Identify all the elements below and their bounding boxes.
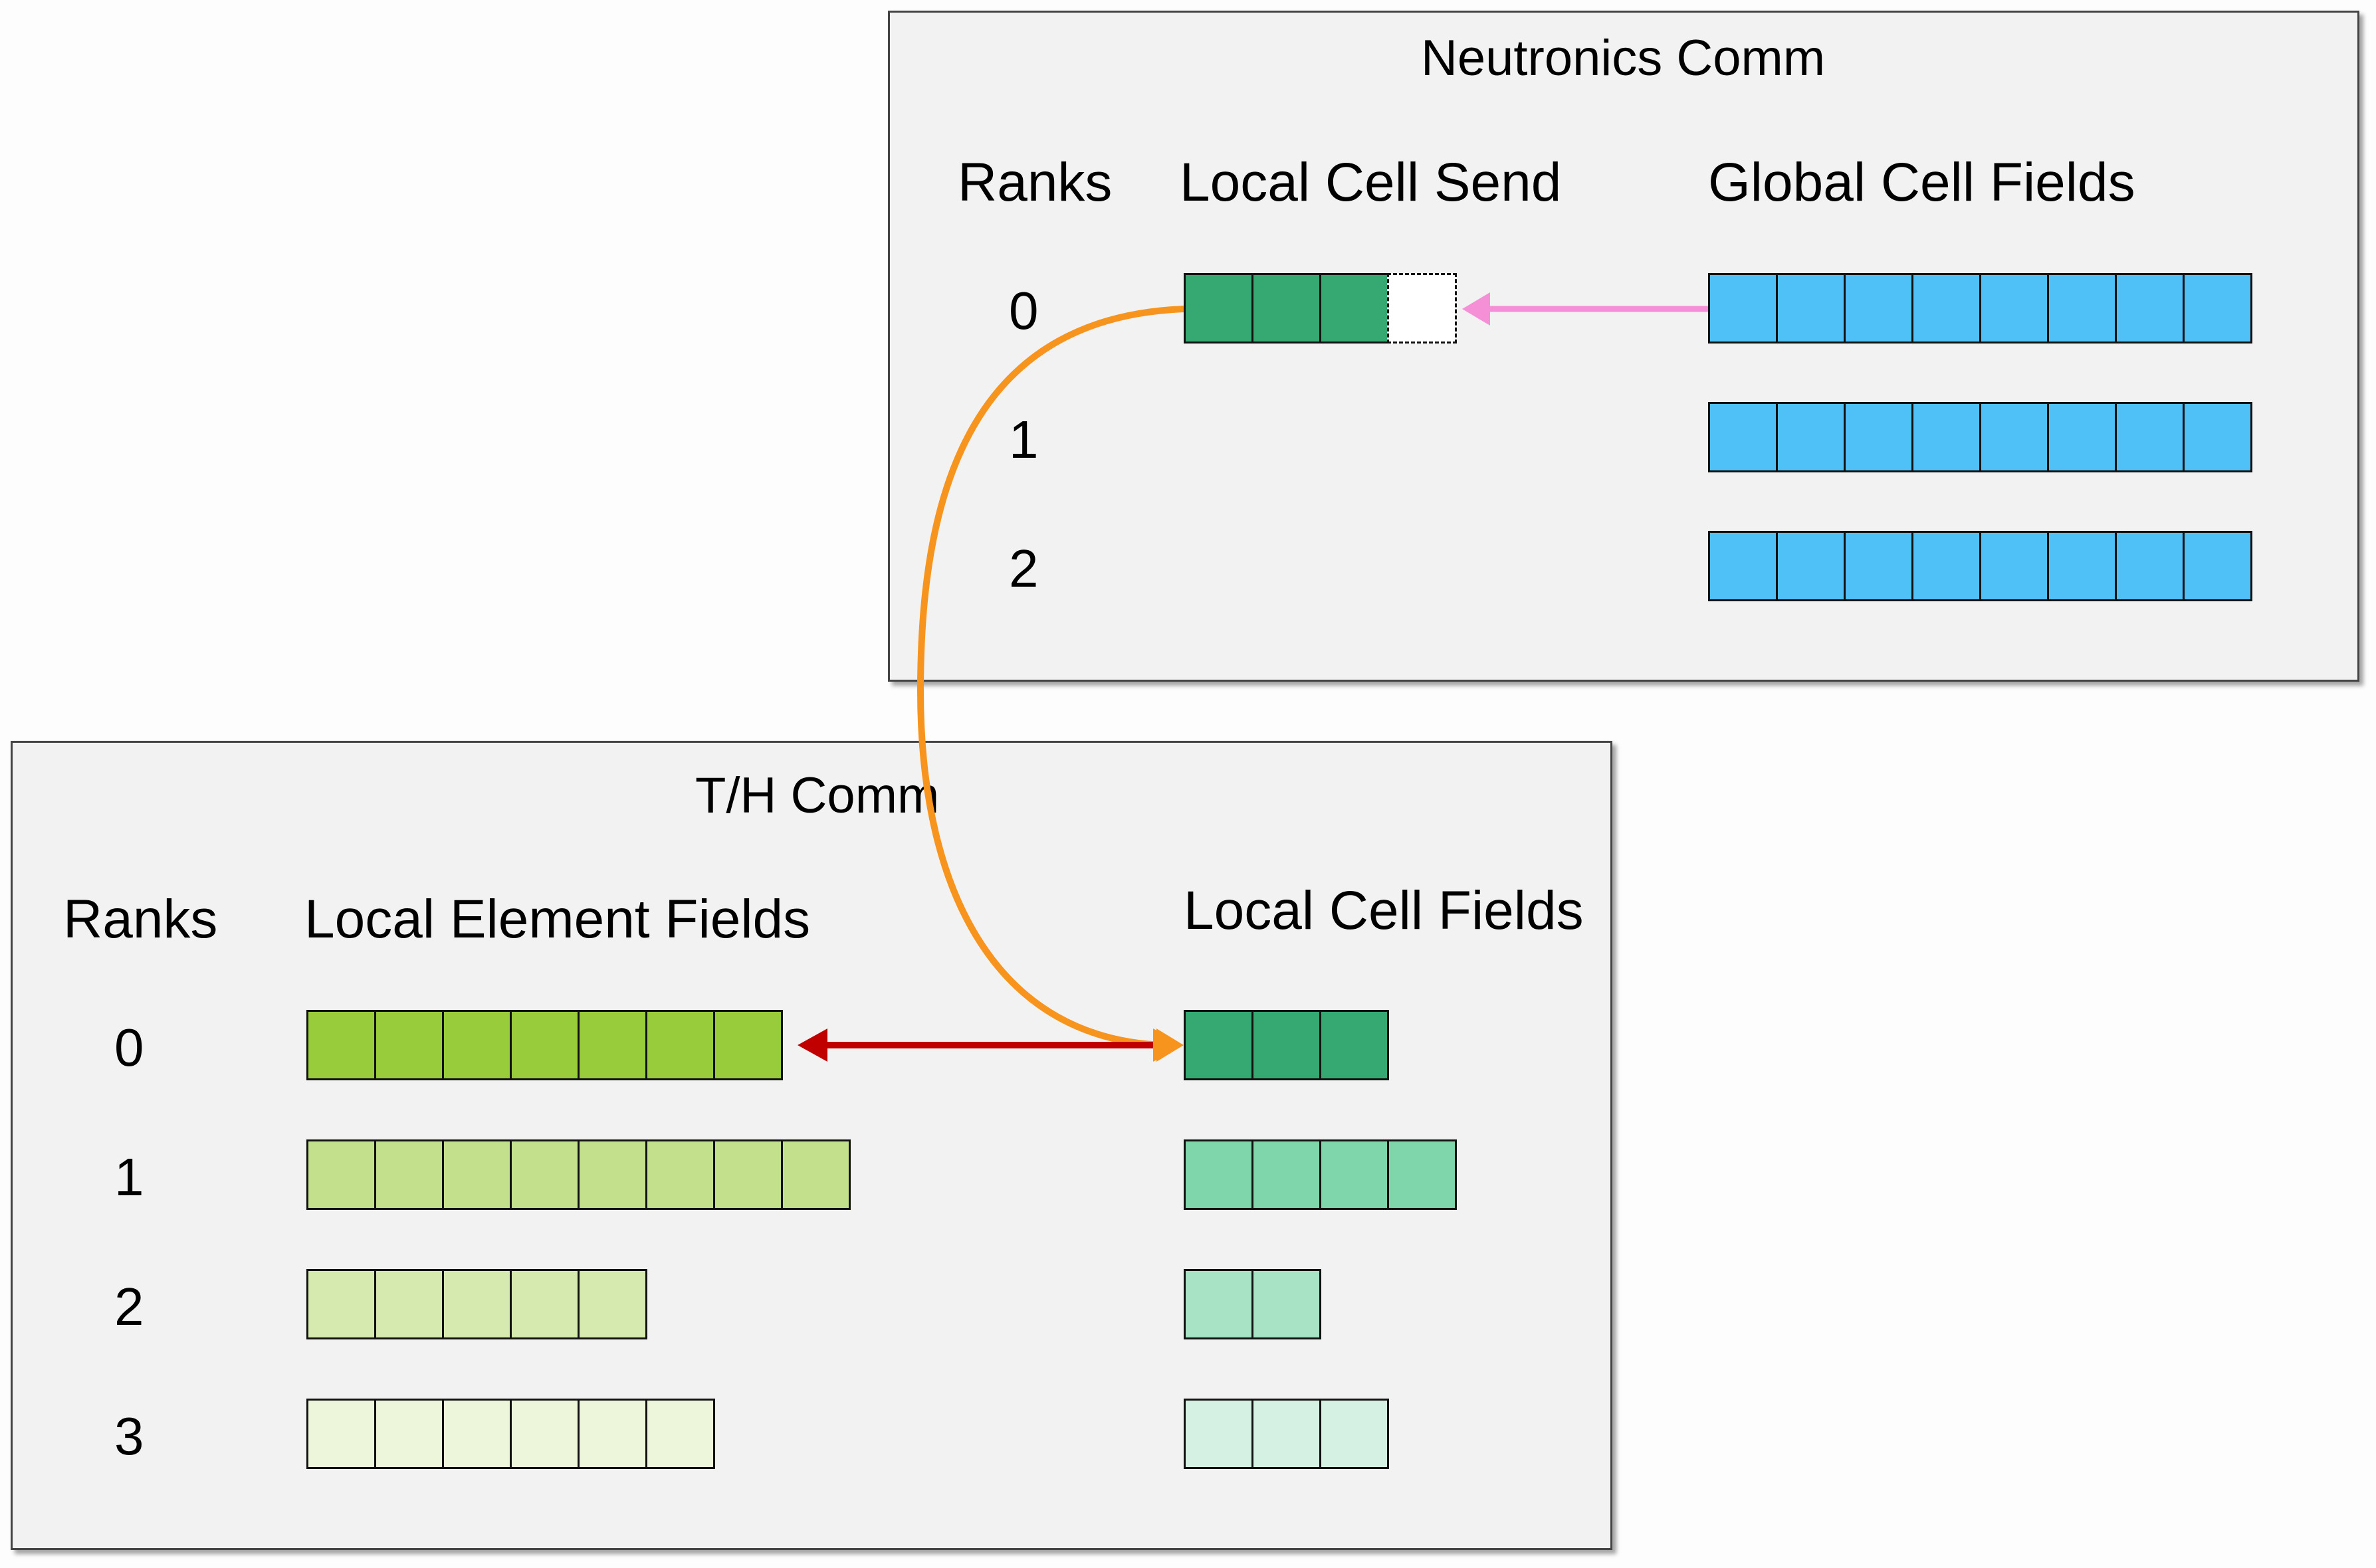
local-cell-field-cell [1319, 1399, 1389, 1469]
local-element-field-cell [578, 1269, 647, 1339]
th-rank-2: 2 [114, 1277, 144, 1336]
local-element-field-cell [713, 1010, 783, 1080]
local-cell-fields-label: Local Cell Fields [1184, 880, 1584, 941]
global-cell-field-cell [1844, 402, 1913, 472]
global-cell-field-cell [1776, 402, 1846, 472]
global-cell-fields-rank-1 [1708, 402, 2252, 472]
local-cell-send-empty-cell [1387, 273, 1457, 343]
local-element-field-cell [645, 1139, 715, 1210]
global-cell-field-cell [2183, 402, 2252, 472]
local-element-field-cell [510, 1010, 580, 1080]
local-cell-field-cell [1387, 1139, 1457, 1210]
global-cell-field-cell [1979, 402, 2049, 472]
global-cell-field-cell [1844, 273, 1913, 343]
global-cell-field-cell [2115, 531, 2185, 601]
neutronics-rank-1: 1 [1009, 410, 1039, 469]
local-element-field-cell [442, 1399, 512, 1469]
local-cell-fields-rank-1 [1184, 1139, 1457, 1210]
local-element-field-cell [306, 1139, 376, 1210]
local-element-field-cell [578, 1139, 647, 1210]
global-cell-field-cell [1776, 273, 1846, 343]
neutronics-ranks-label: Ranks [958, 152, 1113, 213]
local-element-fields-rank-3 [306, 1399, 715, 1469]
local-cell-field-cell [1184, 1399, 1253, 1469]
global-cell-field-cell [1911, 273, 1981, 343]
local-cell-field-cell [1184, 1139, 1253, 1210]
local-element-field-cell [306, 1269, 376, 1339]
local-cell-field-cell [1319, 1139, 1389, 1210]
local-element-field-cell [374, 1269, 444, 1339]
local-cell-field-cell [1184, 1269, 1253, 1339]
local-cell-send-cell [1251, 273, 1321, 343]
global-cell-field-cell [1911, 531, 1981, 601]
local-element-fields-rank-1 [306, 1139, 851, 1210]
neutronics-rank-2: 2 [1009, 539, 1039, 598]
local-element-field-cell [374, 1010, 444, 1080]
global-cell-field-cell [1708, 273, 1778, 343]
th-comm-title: T/H Comm [695, 767, 940, 824]
local-element-field-cell [306, 1010, 376, 1080]
local-element-fields-rank-2 [306, 1269, 647, 1339]
local-element-field-cell [645, 1399, 715, 1469]
local-element-field-cell [578, 1399, 647, 1469]
local-cell-fields-rank-0 [1184, 1010, 1389, 1080]
local-cell-field-cell [1251, 1399, 1321, 1469]
local-element-field-cell [781, 1139, 851, 1210]
global-cell-field-cell [2047, 402, 2117, 472]
local-element-fields-label: Local Element Fields [304, 889, 811, 949]
local-element-field-cell [510, 1139, 580, 1210]
global-cell-field-cell [2047, 531, 2117, 601]
local-cell-send-cell [1184, 273, 1253, 343]
th-ranks-label: Ranks [63, 889, 218, 949]
local-cell-field-cell [1251, 1010, 1321, 1080]
local-element-field-cell [510, 1269, 580, 1339]
local-cell-send-label: Local Cell Send [1180, 152, 1562, 213]
neutronics-comm-title: Neutronics Comm [1421, 30, 1826, 86]
neutronics-rank-0: 0 [1009, 281, 1039, 340]
local-cell-field-cell [1184, 1010, 1253, 1080]
local-element-field-cell [374, 1399, 444, 1469]
local-element-field-cell [578, 1010, 647, 1080]
global-cell-fields-rank-2 [1708, 531, 2252, 601]
global-cell-field-cell [1979, 273, 2049, 343]
th-rank-0: 0 [114, 1018, 144, 1077]
global-cell-fields-label: Global Cell Fields [1708, 152, 2135, 213]
local-cell-send-array [1184, 273, 1457, 343]
global-cell-field-cell [2183, 531, 2252, 601]
local-element-field-cell [306, 1399, 376, 1469]
th-rank-1: 1 [114, 1147, 144, 1207]
global-cell-field-cell [1776, 531, 1846, 601]
local-cell-fields-rank-3 [1184, 1399, 1389, 1469]
local-element-field-cell [713, 1139, 783, 1210]
global-cell-fields-rank-0 [1708, 273, 2252, 343]
global-cell-field-cell [1979, 531, 2049, 601]
local-element-field-cell [442, 1269, 512, 1339]
local-cell-fields-rank-2 [1184, 1269, 1321, 1339]
local-cell-field-cell [1319, 1010, 1389, 1080]
global-cell-field-cell [1911, 402, 1981, 472]
global-cell-field-cell [1708, 402, 1778, 472]
global-cell-field-cell [2047, 273, 2117, 343]
local-element-field-cell [645, 1010, 715, 1080]
global-cell-field-cell [2115, 273, 2185, 343]
global-cell-field-cell [1844, 531, 1913, 601]
local-element-fields-rank-0 [306, 1010, 783, 1080]
local-element-field-cell [510, 1399, 580, 1469]
th-rank-3: 3 [114, 1407, 144, 1466]
local-cell-field-cell [1251, 1139, 1321, 1210]
local-element-field-cell [442, 1139, 512, 1210]
local-cell-field-cell [1251, 1269, 1321, 1339]
local-element-field-cell [374, 1139, 444, 1210]
local-cell-send-cell [1319, 273, 1389, 343]
local-element-field-cell [442, 1010, 512, 1080]
global-cell-field-cell [1708, 531, 1778, 601]
global-cell-field-cell [2115, 402, 2185, 472]
global-cell-field-cell [2183, 273, 2252, 343]
